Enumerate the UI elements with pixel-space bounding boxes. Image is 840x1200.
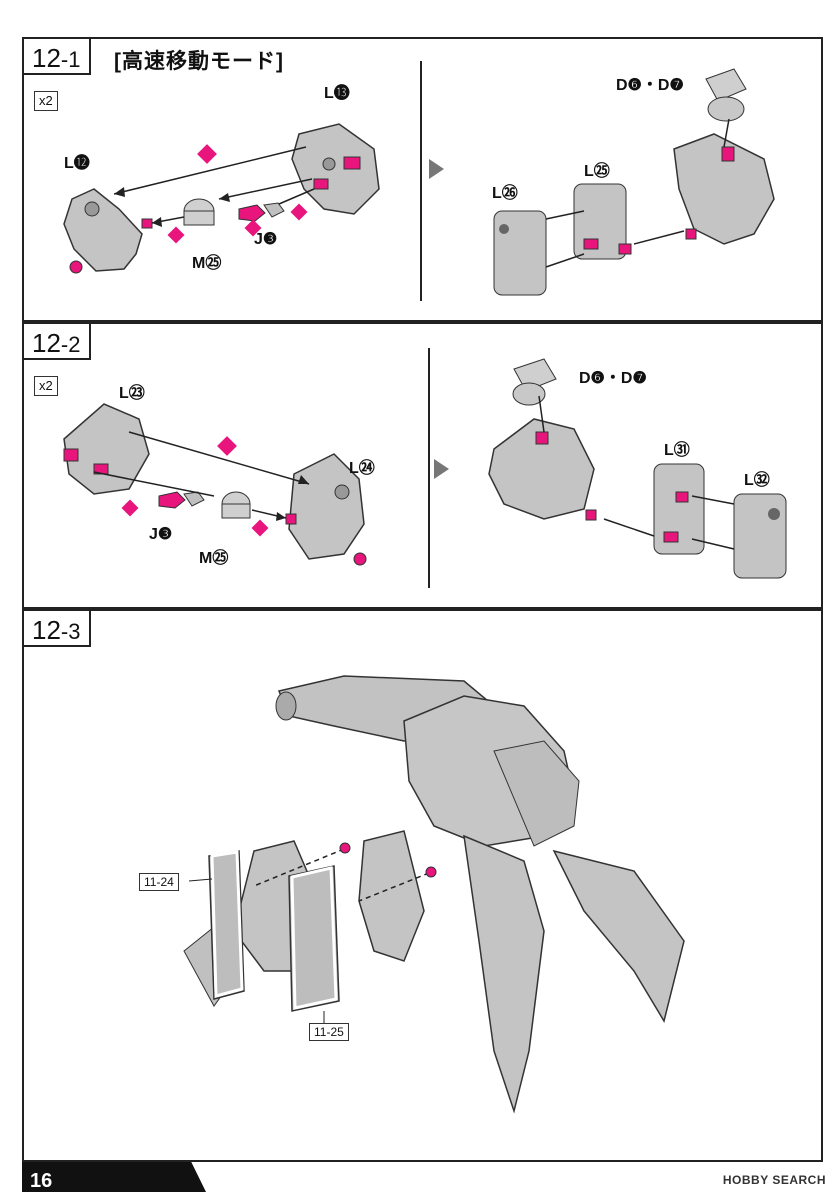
part-label: L㉖ <box>492 185 518 202</box>
part-label: L㉕ <box>584 163 610 180</box>
part-reference: 11-25 <box>309 1023 349 1041</box>
watermark: HOBBY SEARCH <box>722 1173 826 1187</box>
part-label: L⓬ <box>64 155 90 172</box>
mode-title: [高速移動モード] <box>114 50 284 73</box>
part-label: M㉕ <box>192 255 222 272</box>
step-panel-12-2: 12-2 x2 L㉓ <box>22 322 823 609</box>
part-reference: 11-24 <box>139 873 179 891</box>
step-number: 12-3 <box>24 611 91 647</box>
part-label: J❸ <box>149 526 173 543</box>
quantity-badge: x2 <box>34 376 58 396</box>
part-label: D❻・D❼ <box>579 370 647 387</box>
step-panel-12-3: 12-3 11-24 11-25 <box>22 609 823 1162</box>
part-label: D❻・D❼ <box>616 77 684 94</box>
page-number: 16 <box>30 1170 53 1192</box>
page-number-bar <box>22 1162 206 1192</box>
part-label: L㉔ <box>349 460 375 477</box>
parts-illustration <box>63 358 787 579</box>
step-number: 12-1 <box>24 39 91 75</box>
step-divider <box>420 61 422 301</box>
part-label: L⓭ <box>324 85 350 102</box>
part-label: L㉛ <box>664 442 690 459</box>
parts-illustration <box>63 68 775 296</box>
step-number: 12-2 <box>24 324 91 360</box>
part-label: M㉕ <box>199 550 229 567</box>
quantity-badge: x2 <box>34 91 58 111</box>
assembled-figure-illustration <box>183 675 685 1114</box>
step-divider <box>428 348 430 588</box>
part-label: L㉜ <box>744 472 770 489</box>
part-label: L㉓ <box>119 385 145 402</box>
part-label: J❸ <box>254 231 278 248</box>
step-panel-12-1: 12-1 [高速移動モード] x2 <box>22 37 823 322</box>
